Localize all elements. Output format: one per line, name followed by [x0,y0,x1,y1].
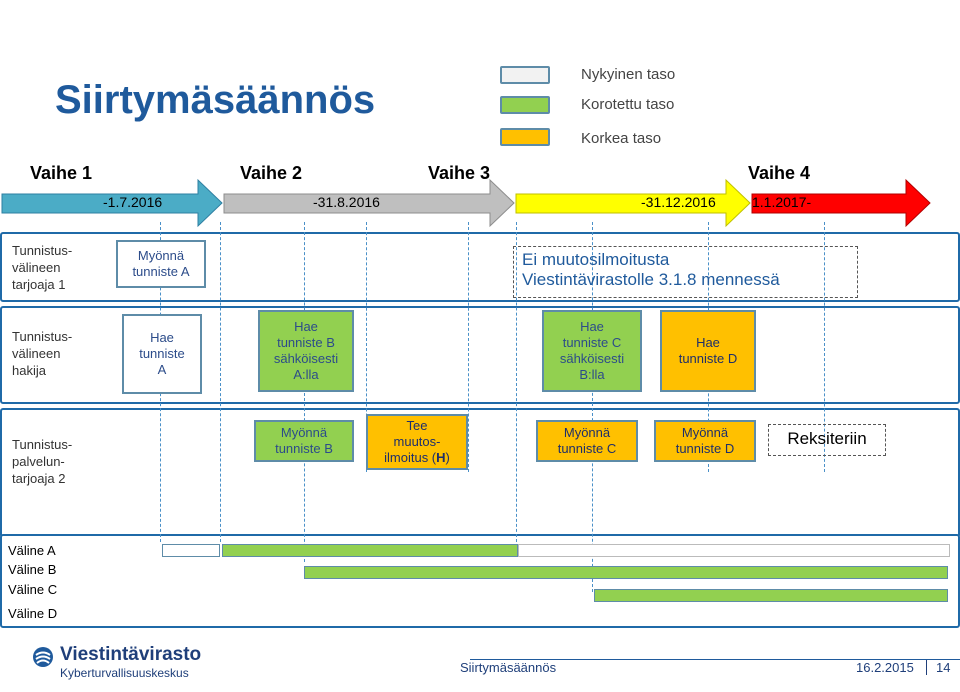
phase-3-label: Vaihe 3 [428,163,491,183]
step-change-notice: Tee muutos- ilmoitus (H) [366,414,468,470]
media-label-c: Väline C [8,582,58,597]
phase-1-arrow [1,178,223,228]
guide-line [366,222,367,472]
step-apply-tunniste-b: Hae tunniste B sähköisesti A:lla [258,310,354,392]
step-apply-tunniste-d: Hae tunniste D [660,310,756,392]
legend-swatch-current [500,66,550,84]
guide-line [592,222,593,592]
logo-icon [33,647,53,667]
phase-3-arrow [515,178,751,228]
phase-2-label: Vaihe 2 [240,163,303,183]
media-label-a: Väline A [8,543,56,558]
row-label-provider-2: Tunnistus- palvelun- tarjoaja 2 [12,437,73,486]
step-change-notice-pre: Tee muutos- ilmoitus ( [384,418,441,465]
footer-separator [926,660,927,675]
step-grant-tunniste-d: Myönnä tunniste D [654,420,756,462]
step-no-notice: Ei muutosilmoitusta Viestintävirastolle … [513,246,858,298]
guide-line [220,222,221,542]
phase-2-arrow [223,178,515,228]
logo-subtitle: Kyberturvallisuuskeskus [60,666,189,680]
guide-line [304,222,305,562]
phase-4-date: 1.1.2017- [752,194,812,210]
legend-swatch-high [500,128,550,146]
guide-line [824,222,825,472]
legend-label-current: Nykyinen taso [581,66,676,83]
media-label-b: Väline B [8,562,57,577]
step-apply-tunniste-a: Hae tunniste A [122,314,202,394]
phase-2-date: -31.8.2016 [313,194,380,210]
footer-date: 16.2.2015 [856,660,914,675]
media-b-bar-raised [304,566,948,579]
step-register: Reksiteriin [768,424,886,456]
phase-4-label: Vaihe 4 [748,163,811,183]
page-title: Siirtymäsäännös [55,78,376,122]
row-label-provider-1: Tunnistus- välineen tarjoaja 1 [12,243,73,292]
step-change-notice-text: Tee muutos- ilmoitus (H) [384,418,450,466]
media-a-bar-raised [222,544,518,557]
guide-line [468,222,469,472]
footer-divider [470,659,960,660]
legend-label-high: Korkea taso [581,130,662,147]
step-change-notice-end: ) [445,450,450,465]
phase-3-date: -31.12.2016 [641,194,716,210]
legend-label-raised: Korotettu taso [581,96,675,113]
phase-4-arrow [751,178,931,228]
phase-1-label: Vaihe 1 [30,163,93,183]
step-grant-tunniste-b: Myönnä tunniste B [254,420,354,462]
legend-swatch-raised [500,96,550,114]
logo-name: Viestintävirasto [60,644,202,665]
phase-1-date: -1.7.2016 [103,194,163,210]
footer-title: Siirtymäsäännös [460,660,557,675]
step-grant-tunniste-a: Myönnä tunniste A [116,240,206,288]
guide-line [516,222,517,542]
media-a-bar-end [518,544,950,557]
row-label-applicant: Tunnistus- välineen hakija [12,329,73,378]
media-c-bar-raised [594,589,948,602]
step-apply-tunniste-c: Hae tunniste C sähköisesti B:lla [542,310,642,392]
media-label-d: Väline D [8,606,58,621]
phase-timeline [1,178,931,228]
step-change-notice-bold: H [436,450,446,465]
media-a-bar-current [162,544,220,557]
step-grant-tunniste-c: Myönnä tunniste C [536,420,638,462]
footer-page-number: 14 [936,660,951,675]
